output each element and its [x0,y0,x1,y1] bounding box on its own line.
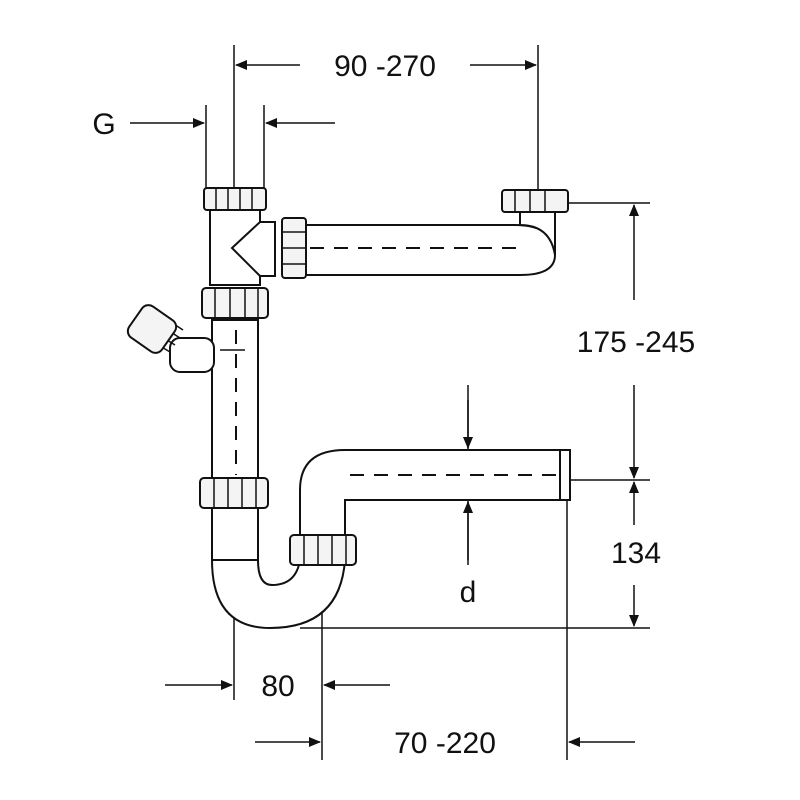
extension-lines [205,45,650,760]
trap-up-leg [299,449,569,541]
dim-gap: G [92,108,115,141]
dim-top-span: 90 -270 [334,50,436,83]
trap-upper-nut [199,477,269,509]
dim-height-lower: 134 [611,537,661,570]
dim-offset-bottom: 80 [261,670,294,703]
upper-waste-nut [203,187,267,211]
appliance-connector [126,304,245,373]
second-outlet-elbow [519,204,556,256]
dim-height-upper: 175 -245 [577,326,695,359]
dimension-lines [130,60,639,747]
riser-nut [201,287,269,319]
trap-outlet-nut [289,534,357,566]
tee-nut [230,217,307,279]
outlet-end [559,449,571,501]
dim-span-bottom: 70 -220 [394,727,496,760]
dim-diameter: d [460,576,477,609]
drain-pipes [209,204,571,630]
second-waste-nut [501,189,569,213]
lower-riser [211,504,259,561]
fittings [126,187,569,566]
trap-bend [210,559,347,630]
horizontal-arm [299,224,557,276]
